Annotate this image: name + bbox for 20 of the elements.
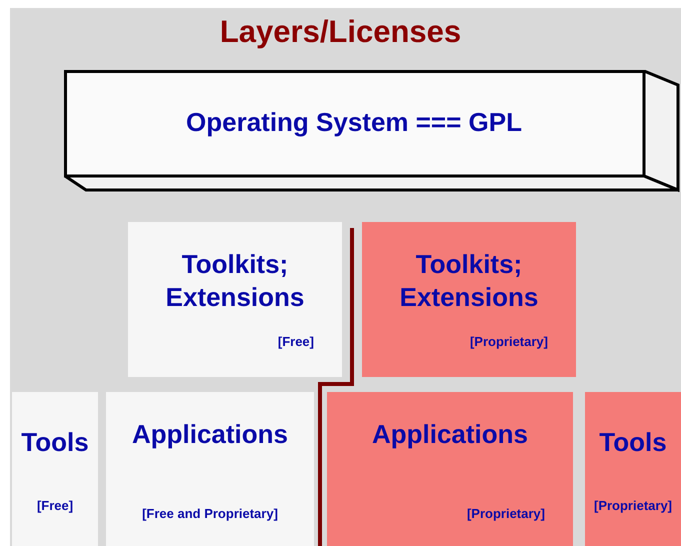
license-note: [Proprietary] bbox=[470, 334, 548, 349]
license-note: [Free] bbox=[278, 334, 314, 349]
license-note: [Proprietary] bbox=[466, 506, 545, 521]
layer-box bbox=[106, 392, 314, 546]
layer-box bbox=[128, 222, 342, 377]
layer-box bbox=[362, 222, 576, 377]
layer-name: Applications bbox=[130, 418, 289, 451]
layer-box bbox=[12, 392, 98, 546]
layer-name: Tools bbox=[598, 426, 668, 459]
layer-name: Applications bbox=[370, 418, 529, 451]
diagram-title: Layers/Licenses bbox=[218, 14, 462, 50]
license-note: [Free and Proprietary] bbox=[141, 506, 279, 521]
layer-box bbox=[585, 392, 681, 546]
layer-name: Tools bbox=[20, 426, 90, 459]
license-note: [Free] bbox=[36, 498, 74, 513]
layer-box bbox=[327, 392, 573, 546]
layer-name: Toolkits; Extensions bbox=[398, 248, 540, 314]
license-note: [Proprietary] bbox=[592, 498, 674, 513]
layer-name: Operating System === GPL bbox=[185, 106, 523, 139]
layer-name: Toolkits; Extensions bbox=[164, 248, 306, 314]
